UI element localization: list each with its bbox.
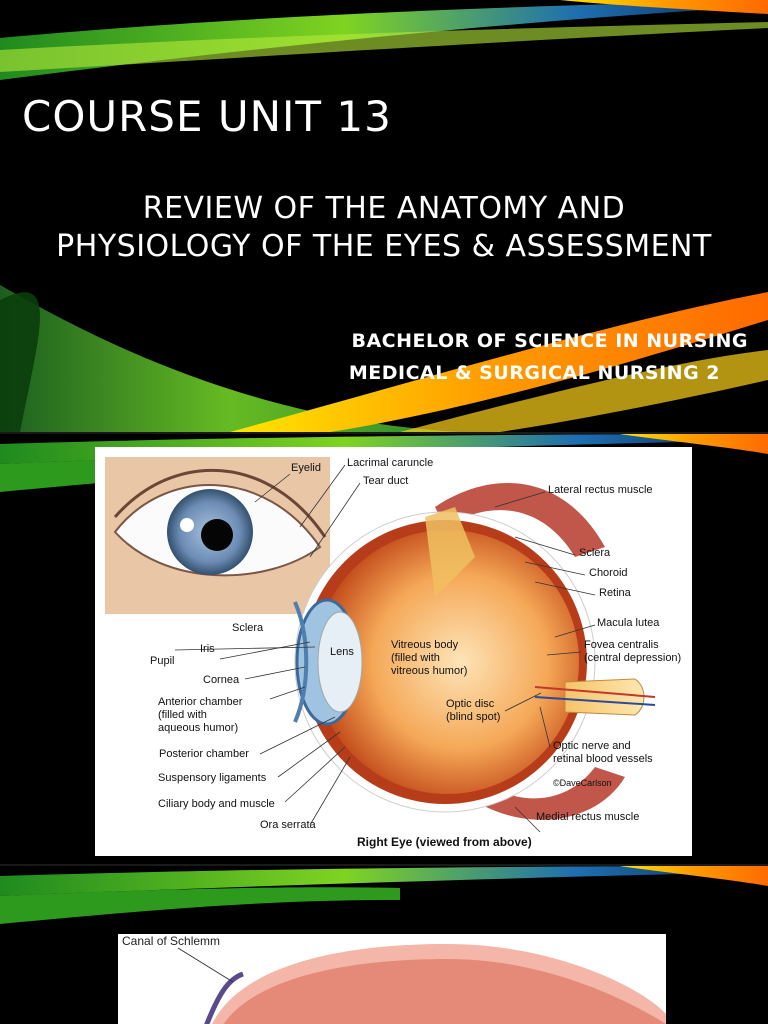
title-slide: COURSE UNIT 13 REVIEW OF THE ANATOMY AND… xyxy=(0,0,768,432)
label-optic-disc: Optic disc(blind spot) xyxy=(446,698,500,724)
label-lacrimal-caruncle: Lacrimal caruncle xyxy=(347,457,434,469)
swoosh-decoration xyxy=(0,0,768,432)
label-tear-duct: Tear duct xyxy=(363,475,409,487)
label-ciliary-body: Ciliary body and muscle xyxy=(158,798,275,810)
label-cornea: Cornea xyxy=(203,674,240,686)
subtitle-line-2: PHYSIOLOGY OF THE EYES & ASSESSMENT xyxy=(56,229,712,264)
label-choroid: Choroid xyxy=(589,567,628,579)
anterior-line-3: aqueous humor) xyxy=(158,722,239,734)
eye-illustration xyxy=(105,457,656,833)
label-iris: Iris xyxy=(200,643,215,655)
course-title: COURSE UNIT 13 xyxy=(22,92,392,141)
diagram-caption: Right Eye (viewed from above) xyxy=(357,835,532,849)
schlemm-diagram: Canal of Schlemm xyxy=(118,934,666,1024)
label-pupil: Pupil xyxy=(150,655,175,667)
slide-subtitle: REVIEW OF THE ANATOMY AND PHYSIOLOGY OF … xyxy=(0,190,768,266)
label-fovea-centralis: Fovea centralis(central depression) xyxy=(584,639,681,665)
label-eyelid: Eyelid xyxy=(291,462,321,474)
fovea-line-2: (central depression) xyxy=(584,652,682,664)
label-lateral-rectus: Lateral rectus muscle xyxy=(548,484,653,496)
slide-divider xyxy=(0,864,768,866)
vitreous-line-1: Vitreous body xyxy=(391,639,459,651)
optic-nerve-line-1: Optic nerve and xyxy=(553,740,631,752)
label-suspensory-ligaments: Suspensory ligaments xyxy=(158,772,267,784)
optic-disc-line-2: (blind spot) xyxy=(446,711,501,723)
degree-program: BACHELOR OF SCIENCE IN NURSING xyxy=(351,330,748,352)
label-sclera-left: Sclera xyxy=(232,622,264,634)
swoosh-decoration xyxy=(0,866,768,924)
eye-diagram: Eyelid Lacrimal caruncle Tear duct Later… xyxy=(95,447,692,856)
anterior-line-2: (filled with xyxy=(158,709,207,721)
label-retina: Retina xyxy=(599,587,631,599)
eye-anatomy-slide: Eyelid Lacrimal caruncle Tear duct Later… xyxy=(0,434,768,864)
label-macula-lutea: Macula lutea xyxy=(597,617,660,629)
label-canal-of-schlemm: Canal of Schlemm xyxy=(122,934,221,948)
slide-divider xyxy=(0,432,768,434)
label-lens: Lens xyxy=(330,646,354,658)
label-sclera-right: Sclera xyxy=(579,547,611,559)
canal-of-schlemm-slide: Canal of Schlemm xyxy=(0,866,768,1024)
eye-cross-section xyxy=(177,944,666,1024)
copyright-notice: ©DaveCarlson xyxy=(553,778,612,788)
optic-nerve-line-2: retinal blood vessels xyxy=(553,753,653,765)
anterior-line-1: Anterior chamber xyxy=(158,696,243,708)
optic-disc-line-1: Optic disc xyxy=(446,698,495,710)
course-name: MEDICAL & SURGICAL NURSING 2 xyxy=(348,362,720,384)
label-medial-rectus: Medial rectus muscle xyxy=(536,811,640,823)
subtitle-line-1: REVIEW OF THE ANATOMY AND xyxy=(142,191,626,226)
fovea-line-1: Fovea centralis xyxy=(584,639,659,651)
vitreous-line-2: (filled with xyxy=(391,652,440,664)
vitreous-line-3: vitreous humor) xyxy=(391,665,468,677)
label-posterior-chamber: Posterior chamber xyxy=(159,748,249,760)
label-ora-serrata: Ora serrata xyxy=(260,819,316,831)
